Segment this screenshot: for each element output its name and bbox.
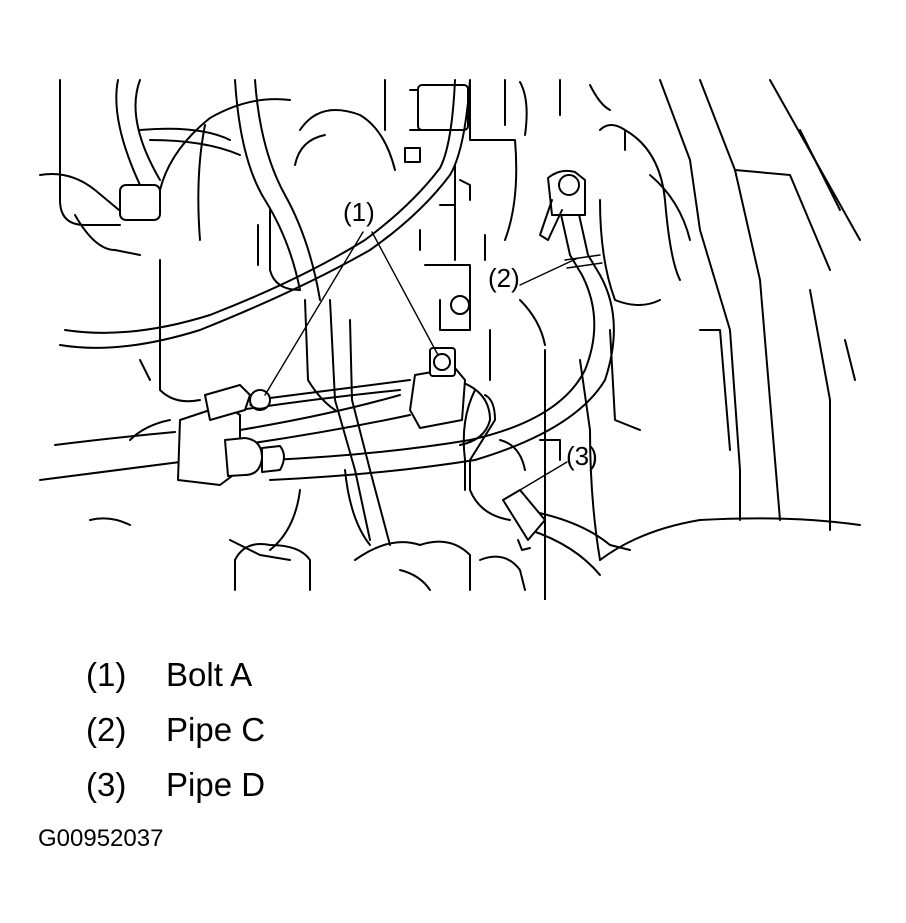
engine-bay-line-drawing: (1) (2) (3) [39,79,861,600]
callout-2-label: (2) [488,263,520,293]
legend-number: (2) [86,711,127,748]
legend-label: Bolt A [166,656,253,693]
figure-id: G00952037 [38,825,164,852]
pipe-c [269,169,615,481]
legend-number: (3) [86,766,127,803]
legend-label: Pipe C [166,711,266,748]
upper-cable [59,79,471,349]
engine-background-structure [39,79,861,600]
legend-label: Pipe D [166,766,266,803]
leader-lines [264,231,579,491]
callout-1-label: (1) [343,197,375,227]
legend-number: (1) [86,656,127,693]
hose-and-brackets [39,347,491,561]
callout-3-label: (3) [566,441,598,471]
pipe-d [462,389,631,576]
